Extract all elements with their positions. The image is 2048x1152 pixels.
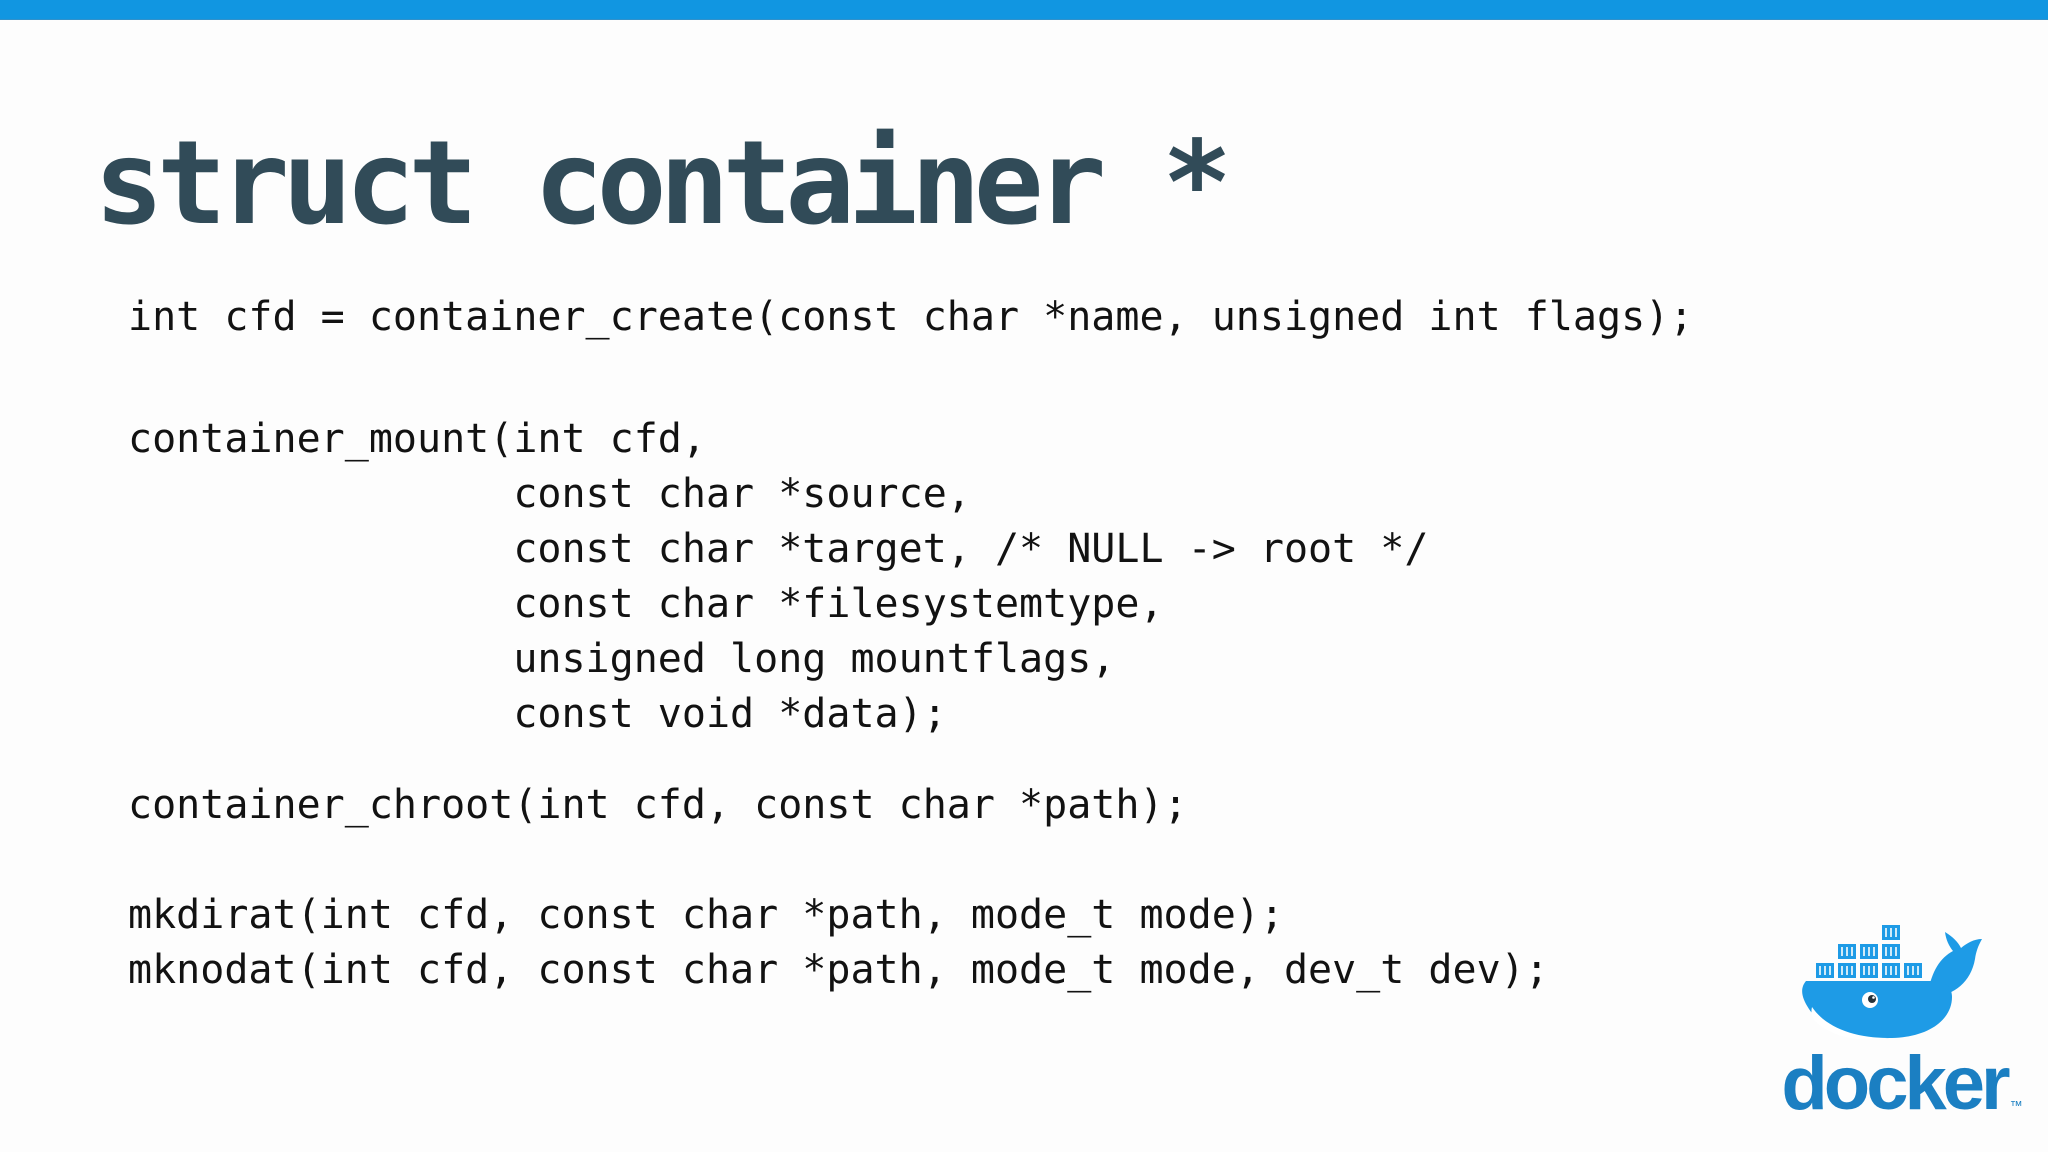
trademark-symbol: ™ bbox=[2009, 1097, 2023, 1113]
code-block-container-mount: container_mount(int cfd, const char *sou… bbox=[128, 416, 1429, 737]
slide-title: struct container * bbox=[94, 116, 1232, 251]
docker-whale-icon bbox=[1802, 923, 1982, 1040]
top-accent-bar bbox=[0, 0, 2048, 20]
docker-wordmark-row: docker ™ bbox=[1781, 1041, 2023, 1126]
code-block-container-create: int cfd = container_create(const char *n… bbox=[128, 294, 1694, 340]
docker-wordmark: docker bbox=[1781, 1041, 2010, 1126]
code-block-mkdirat-mknodat: mkdirat(int cfd, const char *path, mode_… bbox=[128, 892, 1549, 993]
docker-logo: docker ™ bbox=[1772, 898, 2032, 1126]
code-block-container-chroot: container_chroot(int cfd, const char *pa… bbox=[128, 782, 1188, 828]
